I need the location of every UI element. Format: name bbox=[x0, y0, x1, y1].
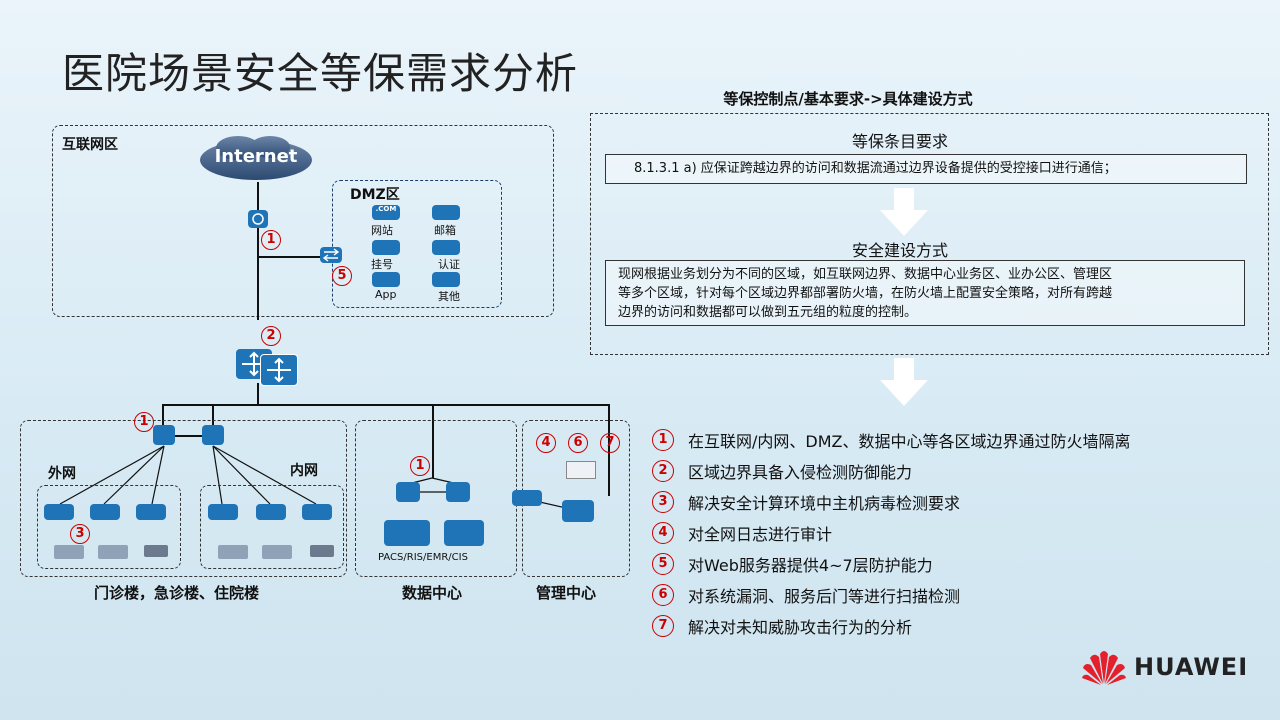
clause-text: 8.1.3.1 a) 应保证跨越边界的访问和数据流通过边界设备提供的受控接口进行… bbox=[634, 161, 1117, 176]
pc-icon bbox=[262, 545, 292, 559]
marker-4-mgmt: 4 bbox=[536, 433, 556, 453]
list-item: 5 对Web服务器提供4~7层防护能力 bbox=[652, 548, 1130, 579]
list-item: 3 解决安全计算环境中主机病毒检测要求 bbox=[652, 486, 1130, 517]
dmz-zone bbox=[332, 180, 502, 308]
outer-fw-switch-icon bbox=[153, 425, 175, 445]
access-switch-icon bbox=[302, 504, 332, 520]
build-box: 现网根据业务划分为不同的区域，如互联网边界、数据中心业务区、业办公区、管理区 等… bbox=[605, 260, 1245, 326]
req-text: 对系统漏洞、服务后门等进行扫描检测 bbox=[688, 586, 961, 606]
control-title: 等保控制点/基本要求->具体建设方式 bbox=[723, 90, 973, 108]
outer-net-label: 外网 bbox=[48, 466, 76, 482]
dc-switch-icon bbox=[446, 482, 470, 502]
access-switch-icon bbox=[208, 504, 238, 520]
list-item: 4 对全网日志进行审计 bbox=[652, 517, 1130, 548]
marker-1-internet: 1 bbox=[261, 230, 281, 250]
register-server-icon bbox=[372, 240, 400, 255]
brand-name: HUAWEI bbox=[1134, 653, 1249, 681]
dmz-item-website: 网站 bbox=[371, 224, 393, 237]
build-text-line: 等多个区域，针对每个区域边界都部署防火墙，在防火墙上配置安全策略，对所有跨越 bbox=[618, 286, 1113, 301]
clause-heading: 等保条目要求 bbox=[851, 132, 948, 151]
dmz-item-register: 挂号 bbox=[371, 258, 393, 271]
marker-2-core: 2 bbox=[261, 326, 281, 346]
down-arrow-icon bbox=[878, 358, 930, 408]
outpatient-caption: 门诊楼，急诊楼、住院楼 bbox=[94, 584, 260, 602]
dc-switch-icon bbox=[396, 482, 420, 502]
dc-server-icon bbox=[384, 520, 430, 546]
laptop-icon bbox=[144, 545, 168, 557]
marker-7-mgmt: 7 bbox=[600, 433, 620, 453]
dmz-item-app: App bbox=[375, 288, 397, 301]
dc-storage-icon bbox=[444, 520, 484, 546]
dmz-label: DMZ区 bbox=[350, 187, 400, 203]
access-switch-icon bbox=[136, 504, 166, 520]
req-number: 2 bbox=[652, 459, 674, 482]
dmz-switch-icon bbox=[320, 247, 342, 263]
list-item: 7 解决对未知威胁攻击行为的分析 bbox=[652, 610, 1130, 641]
page-title: 医院场景安全等保需求分析 bbox=[62, 49, 579, 98]
router-icon bbox=[248, 210, 268, 228]
mgmt-server-icon bbox=[562, 500, 594, 522]
inner-access-group bbox=[200, 485, 344, 569]
build-text-line: 现网根据业务划分为不同的区域，如互联网边界、数据中心业务区、业办公区、管理区 bbox=[618, 267, 1113, 282]
req-number: 4 bbox=[652, 521, 674, 544]
pc-icon bbox=[98, 545, 128, 559]
req-number: 1 bbox=[652, 428, 674, 451]
req-text: 解决对未知威胁攻击行为的分析 bbox=[688, 617, 913, 637]
datacenter-caption: 数据中心 bbox=[402, 584, 463, 602]
other-server-icon bbox=[432, 272, 460, 287]
dc-systems-label: PACS/RIS/EMR/CIS bbox=[378, 552, 468, 563]
internet-zone-label: 互联网区 bbox=[62, 137, 118, 153]
access-switch-icon bbox=[90, 504, 120, 520]
inner-net-label: 内网 bbox=[290, 463, 318, 479]
website-server-icon: .COM bbox=[372, 205, 400, 220]
marker-1-datacenter: 1 bbox=[410, 456, 430, 476]
internet-zone bbox=[52, 125, 554, 317]
brand-logo: HUAWEI bbox=[1082, 648, 1248, 686]
mail-server-icon bbox=[432, 205, 460, 220]
marker-6-mgmt: 6 bbox=[568, 433, 588, 453]
core-switch-2-icon bbox=[260, 354, 298, 386]
req-number: 3 bbox=[652, 490, 674, 513]
dmz-item-other: 其他 bbox=[438, 290, 460, 303]
website-com-tag: .COM bbox=[375, 205, 397, 213]
management-caption: 管理中心 bbox=[536, 584, 597, 602]
req-number: 6 bbox=[652, 583, 674, 606]
req-text: 对全网日志进行审计 bbox=[688, 524, 833, 544]
dmz-item-mail: 邮箱 bbox=[434, 224, 456, 237]
req-text: 对Web服务器提供4~7层防护能力 bbox=[688, 555, 933, 575]
req-text: 解决安全计算环境中主机病毒检测要求 bbox=[688, 493, 961, 513]
req-number: 7 bbox=[652, 614, 674, 637]
monitor-icon bbox=[566, 461, 596, 479]
pc-icon bbox=[218, 545, 248, 559]
outpatient-zone bbox=[20, 420, 347, 577]
requirements-list: 1 在互联网/内网、DMZ、数据中心等各区域边界通过防火墙隔离 2 区域边界具备… bbox=[652, 424, 1130, 641]
auth-server-icon bbox=[432, 240, 460, 255]
inner-fw-switch-icon bbox=[202, 425, 224, 445]
build-text-line: 边界的访问和数据都可以做到五元组的粒度的控制。 bbox=[618, 305, 918, 320]
access-switch-icon bbox=[256, 504, 286, 520]
marker-3-host: 3 bbox=[70, 524, 90, 544]
down-arrow-icon bbox=[878, 188, 930, 238]
huawei-flower-icon bbox=[1082, 651, 1126, 685]
outer-access-group bbox=[37, 485, 181, 569]
mgmt-switch-icon bbox=[512, 490, 542, 506]
access-switch-icon bbox=[44, 504, 74, 520]
clause-box: 8.1.3.1 a) 应保证跨越边界的访问和数据流通过边界设备提供的受控接口进行… bbox=[605, 154, 1247, 184]
marker-1-outpatient: 1 bbox=[134, 412, 154, 432]
req-number: 5 bbox=[652, 552, 674, 575]
build-heading: 安全建设方式 bbox=[851, 241, 948, 260]
list-item: 2 区域边界具备入侵检测防御能力 bbox=[652, 455, 1130, 486]
marker-5-dmz: 5 bbox=[332, 266, 352, 286]
dmz-item-auth: 认证 bbox=[438, 258, 460, 271]
pc-icon bbox=[54, 545, 84, 559]
internet-cloud-icon bbox=[198, 134, 314, 182]
app-server-icon bbox=[372, 272, 400, 287]
internet-label: Internet bbox=[214, 146, 298, 167]
req-text: 区域边界具备入侵检测防御能力 bbox=[688, 462, 913, 482]
req-text: 在互联网/内网、DMZ、数据中心等各区域边界通过防火墙隔离 bbox=[688, 431, 1131, 451]
list-item: 1 在互联网/内网、DMZ、数据中心等各区域边界通过防火墙隔离 bbox=[652, 424, 1130, 455]
list-item: 6 对系统漏洞、服务后门等进行扫描检测 bbox=[652, 579, 1130, 610]
laptop-icon bbox=[310, 545, 334, 557]
control-panel bbox=[590, 113, 1269, 355]
